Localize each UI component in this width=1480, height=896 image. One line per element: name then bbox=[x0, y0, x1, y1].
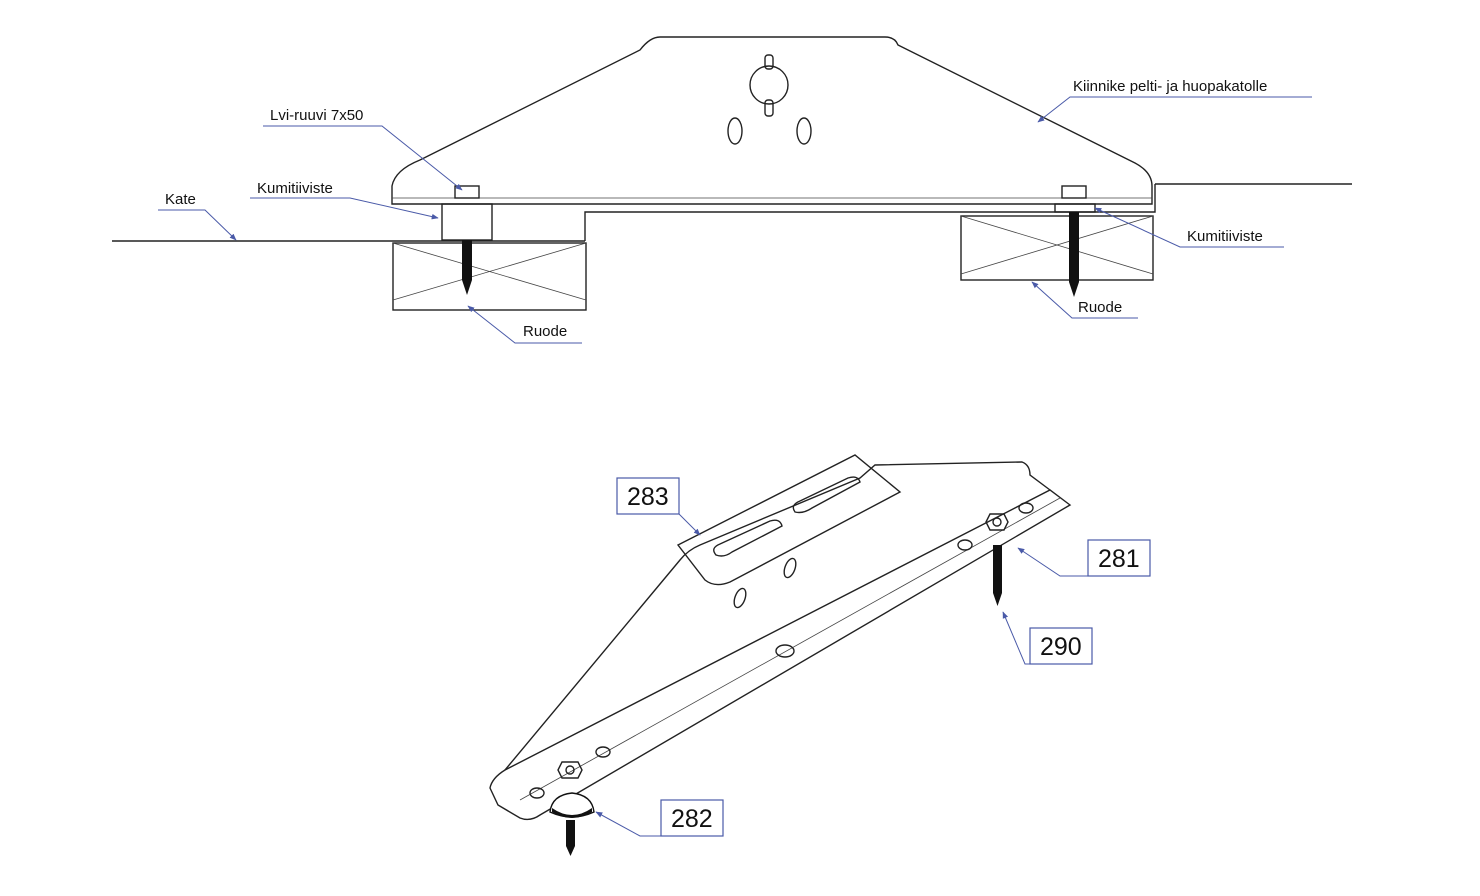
slot-hole-left bbox=[727, 117, 743, 145]
bottom-flange bbox=[489, 489, 1072, 821]
label-lvi-ruuvi: Lvi-ruuvi 7x50 bbox=[270, 107, 363, 124]
batten-left-hatch2 bbox=[392, 242, 587, 301]
screw-right-iso bbox=[993, 545, 1002, 593]
screw-left-iso-tip bbox=[566, 846, 575, 856]
screw-right bbox=[1069, 212, 1079, 282]
batten-right bbox=[960, 215, 1154, 281]
leader-kumitiiviste-right bbox=[1094, 207, 1284, 248]
callout-box-281 bbox=[1087, 539, 1151, 577]
leader-kiinnike bbox=[1037, 96, 1312, 123]
bolt-left-washer bbox=[565, 765, 575, 775]
callout-283: 283 bbox=[627, 483, 669, 511]
isometric-view: 283 281 290 282 bbox=[489, 454, 1151, 856]
leader-lvi-ruuvi bbox=[263, 125, 463, 191]
bolt-right bbox=[985, 513, 1009, 531]
callout-box-283 bbox=[616, 477, 680, 515]
flange-hole-5 bbox=[1018, 502, 1034, 514]
slot-hole-right bbox=[796, 117, 812, 145]
bracket-body bbox=[391, 36, 1153, 205]
flange-hole-1 bbox=[775, 644, 795, 658]
callout-290: 290 bbox=[1040, 633, 1082, 661]
flange-hole-2 bbox=[595, 746, 611, 758]
batten-right-hatch2 bbox=[960, 215, 1154, 275]
flange-hole-3 bbox=[529, 787, 545, 799]
label-kiinnike: Kiinnike pelti- ja huopakatolle bbox=[1073, 78, 1267, 95]
screw-left bbox=[462, 240, 472, 280]
tab-slot-2 bbox=[792, 476, 861, 514]
roof-step bbox=[584, 184, 1156, 241]
leader-283 bbox=[678, 513, 701, 536]
label-kumitiiviste-right: Kumitiiviste bbox=[1187, 228, 1263, 245]
leader-290 bbox=[1002, 611, 1030, 665]
nut-left bbox=[454, 185, 480, 199]
web-hole-1 bbox=[733, 587, 747, 609]
flange-bend-line bbox=[519, 497, 1061, 801]
rubber-seal-right bbox=[1054, 203, 1096, 213]
screw-right-tip bbox=[1069, 282, 1079, 297]
leader-ruode-right bbox=[1031, 281, 1138, 319]
label-kate: Kate bbox=[165, 191, 196, 208]
label-ruode-right: Ruode bbox=[1078, 299, 1122, 316]
web-hole-2 bbox=[783, 557, 797, 579]
nut-right bbox=[1061, 185, 1087, 199]
upright-web bbox=[504, 461, 1051, 771]
leader-282 bbox=[595, 811, 661, 837]
leader-ruode-left bbox=[467, 305, 582, 344]
batten-left bbox=[392, 242, 587, 311]
section-view: Kate Kumitiiviste Lvi-ruuvi 7x50 Kiinnik… bbox=[112, 36, 1352, 344]
screw-right-iso-tip bbox=[993, 593, 1002, 606]
callout-282: 282 bbox=[671, 805, 713, 833]
leader-kumitiiviste-left bbox=[250, 197, 439, 220]
top-tab bbox=[676, 454, 902, 586]
flange-hole-4 bbox=[957, 539, 973, 551]
bolt-left bbox=[557, 761, 583, 779]
rubber-seal-left bbox=[441, 203, 493, 241]
label-ruode-left: Ruode bbox=[523, 323, 567, 340]
bolt-right-washer bbox=[992, 517, 1002, 527]
screw-left-tip bbox=[462, 280, 472, 295]
callout-281: 281 bbox=[1098, 545, 1140, 573]
tab-slot-1 bbox=[713, 519, 783, 557]
callout-box-282 bbox=[660, 799, 724, 837]
screw-left-iso bbox=[566, 820, 575, 846]
rubber-seal-shade bbox=[552, 808, 592, 818]
leader-281 bbox=[1017, 547, 1088, 577]
keyhole-slot bbox=[749, 54, 789, 117]
label-kumitiiviste-left: Kumitiiviste bbox=[257, 180, 333, 197]
callout-box-290 bbox=[1029, 627, 1093, 665]
leader-kate bbox=[158, 209, 237, 241]
